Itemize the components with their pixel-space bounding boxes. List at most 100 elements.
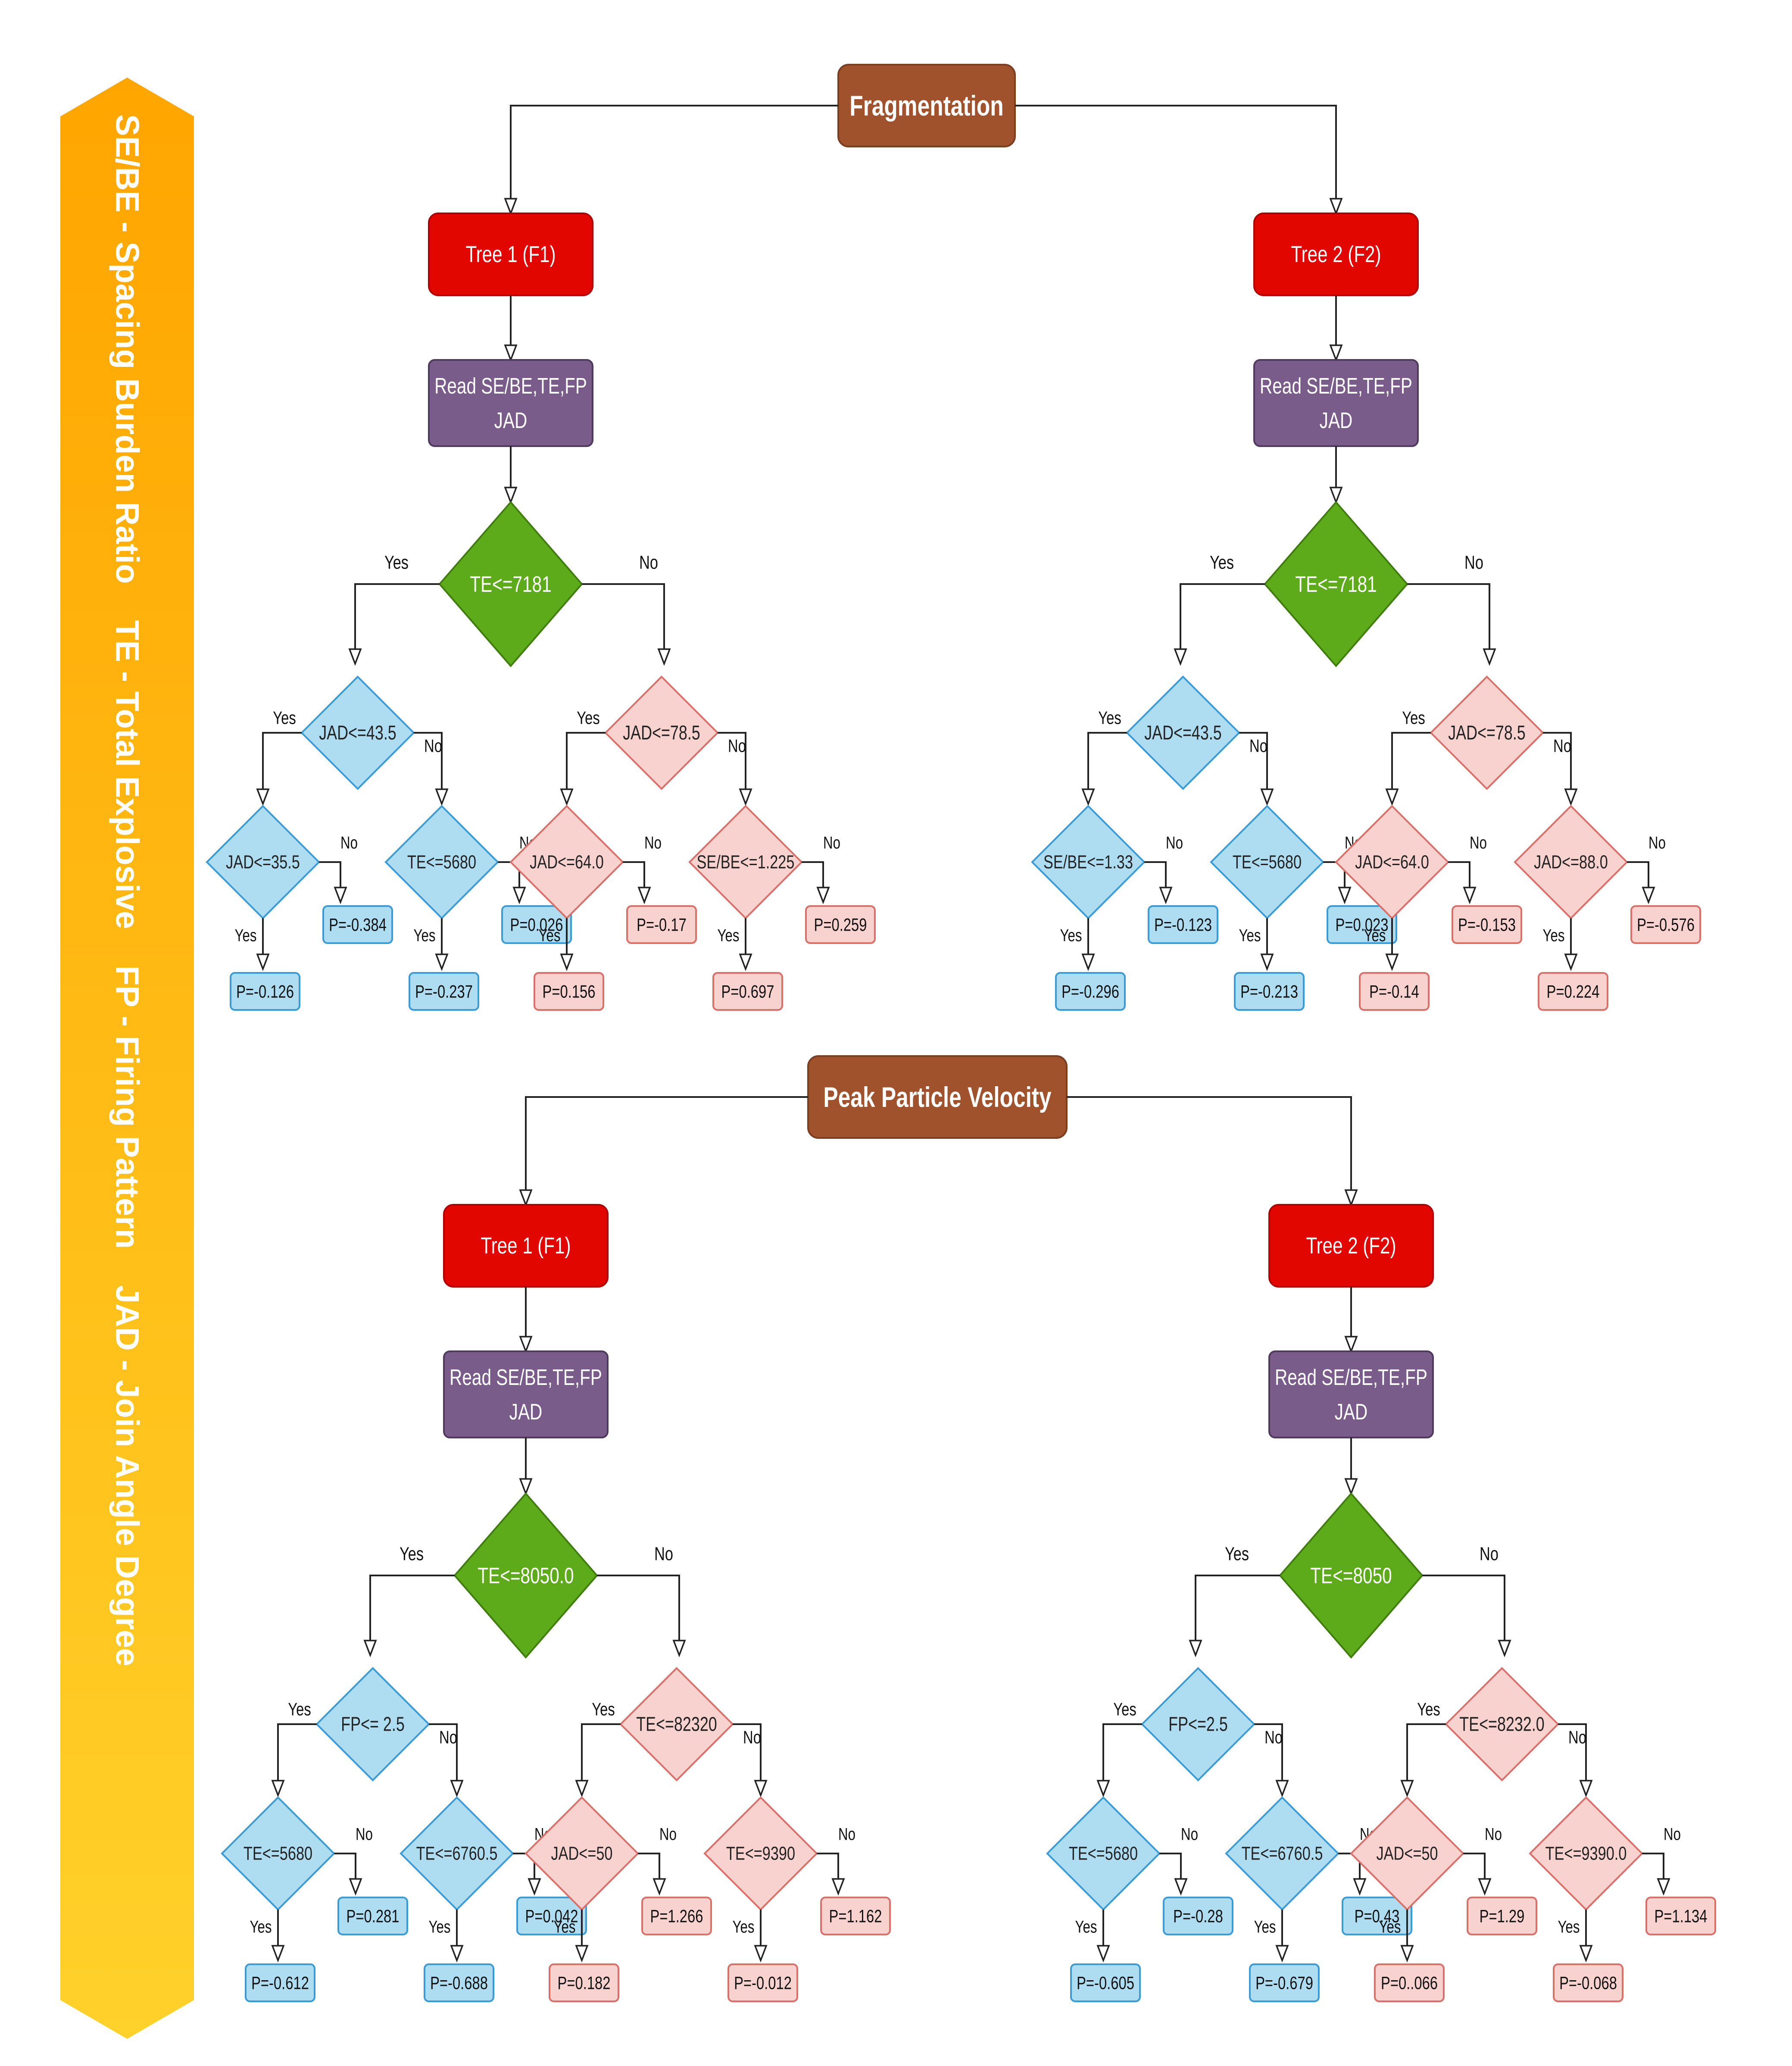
leaf-value: P=-0.17 (637, 915, 687, 935)
section-title: Fragmentation (849, 90, 1003, 122)
no-label: No (1464, 552, 1483, 573)
arrowhead-icon (1579, 1780, 1593, 1797)
yes-label: Yes (400, 1543, 424, 1564)
arrowhead-icon (575, 1945, 589, 1963)
split-diamond (1141, 1667, 1255, 1782)
leaf-box (1163, 1897, 1233, 1935)
leaf-value: P=1.134 (1655, 1906, 1708, 1926)
connector-line (334, 1853, 356, 1894)
leaf-value: P=0.182 (558, 1973, 611, 1993)
arrowhead-icon (519, 1336, 533, 1353)
connector-line (1159, 1853, 1182, 1894)
leaf-value: P=-0.237 (415, 981, 473, 1002)
no-label: No (1264, 1727, 1283, 1747)
leaf-box (501, 905, 572, 944)
leaf-box (245, 1963, 315, 2002)
connector-line (597, 1575, 680, 1655)
connector-line (1627, 861, 1649, 902)
arrowhead-icon (1081, 953, 1095, 971)
read-inputs-label: Read SE/BE,TE,FP (450, 1365, 602, 1390)
yes-label: Yes (1225, 1543, 1249, 1564)
read-inputs-box (428, 359, 593, 447)
yes-label: Yes (1558, 1917, 1580, 1937)
arrowhead-icon (363, 1640, 377, 1657)
connector-line (1067, 1096, 1352, 1205)
leaf-value: P=-0.296 (1061, 981, 1119, 1002)
leaf-box (1234, 972, 1305, 1011)
split-label: TE<=6760.5 (1242, 1843, 1323, 1864)
arrowhead-icon (1096, 1780, 1110, 1797)
arrowhead-icon (450, 1780, 464, 1797)
yes-label: Yes (1098, 708, 1121, 728)
leaf-box (1553, 1963, 1623, 2002)
arrowhead-icon (739, 953, 752, 971)
no-label: No (659, 1825, 677, 1844)
read-inputs-label: Read SE/BE,TE,FP (1260, 373, 1412, 398)
connector-line (1180, 583, 1265, 664)
arrowhead-icon (256, 953, 270, 971)
leaf-value: P=0.026 (510, 915, 563, 935)
connector-line (1543, 732, 1572, 804)
connector-line (1448, 861, 1470, 902)
no-label: No (639, 552, 658, 573)
no-label: No (340, 833, 358, 853)
no-label: No (1664, 1825, 1681, 1844)
connector-line (429, 1723, 458, 1795)
read-inputs-label: Read SE/BE,TE,FP (434, 373, 587, 398)
leaf-box (1467, 1897, 1537, 1935)
leaf-value: P=0.224 (1547, 981, 1600, 1002)
connector-line (1254, 1723, 1283, 1795)
arrowhead-icon (1400, 1945, 1414, 1963)
split-label: JAD<=88.0 (1534, 851, 1608, 872)
leaf-box (727, 1963, 798, 2002)
leaf-value: P=0.156 (543, 981, 596, 1002)
split-label: TE<=5680 (1069, 1843, 1138, 1864)
yes-label: Yes (1254, 1917, 1276, 1937)
leaf-value: P=-0.213 (1240, 981, 1298, 1002)
leaf-box (1374, 1963, 1445, 2002)
root-split-label: TE<=8050.0 (478, 1563, 574, 1588)
connector-line (262, 732, 302, 804)
leaf-box (712, 972, 783, 1011)
leaf-value: P=-0.068 (1559, 1973, 1617, 1993)
leaf-box (1630, 905, 1701, 944)
legend-banner (60, 78, 194, 2039)
arrowhead-icon (348, 648, 362, 666)
arrowhead-icon (739, 788, 752, 806)
leaf-value: P=-0.679 (1255, 1973, 1313, 1993)
read-inputs-label: JAD (1335, 1399, 1368, 1424)
no-label: No (1553, 736, 1571, 756)
connector-line (1407, 583, 1490, 664)
root-split-diamond (438, 500, 583, 668)
arrowhead-icon (1329, 344, 1343, 362)
leaf-box (337, 1897, 408, 1935)
connector-line (638, 1853, 660, 1894)
arrowhead-icon (1275, 1780, 1289, 1797)
connector-line (582, 583, 665, 664)
tree-title: Tree 1 (F1) (481, 1233, 571, 1259)
arrowhead-icon (1338, 887, 1352, 904)
yes-label: Yes (1379, 1917, 1401, 1937)
leaf-value: P=0.281 (347, 1906, 400, 1926)
no-label: No (356, 1825, 373, 1844)
split-diamond (315, 1667, 430, 1782)
split-diamond (300, 675, 415, 790)
connector-line (1558, 1723, 1587, 1795)
root-split-label: TE<=7181 (1295, 572, 1377, 597)
leaf-value: P=1.266 (650, 1906, 703, 1926)
no-label: No (1568, 1727, 1586, 1747)
split-label: FP<= 2.5 (341, 1713, 405, 1735)
arrowhead-icon (816, 887, 830, 904)
arrowhead-icon (560, 953, 574, 971)
arrowhead-icon (528, 1878, 541, 1896)
split-label: TE<=5680 (407, 851, 476, 872)
tree-title: Tree 2 (F2) (1291, 241, 1381, 267)
arrowhead-icon (435, 953, 449, 971)
read-inputs-label: Read SE/BE,TE,FP (1275, 1365, 1427, 1390)
arrowhead-icon (1478, 1878, 1492, 1896)
arrowhead-icon (1642, 887, 1655, 904)
connector-line (319, 861, 341, 902)
yes-label: Yes (592, 1699, 615, 1719)
arrowhead-icon (1344, 1336, 1358, 1353)
no-label: No (1470, 833, 1487, 853)
